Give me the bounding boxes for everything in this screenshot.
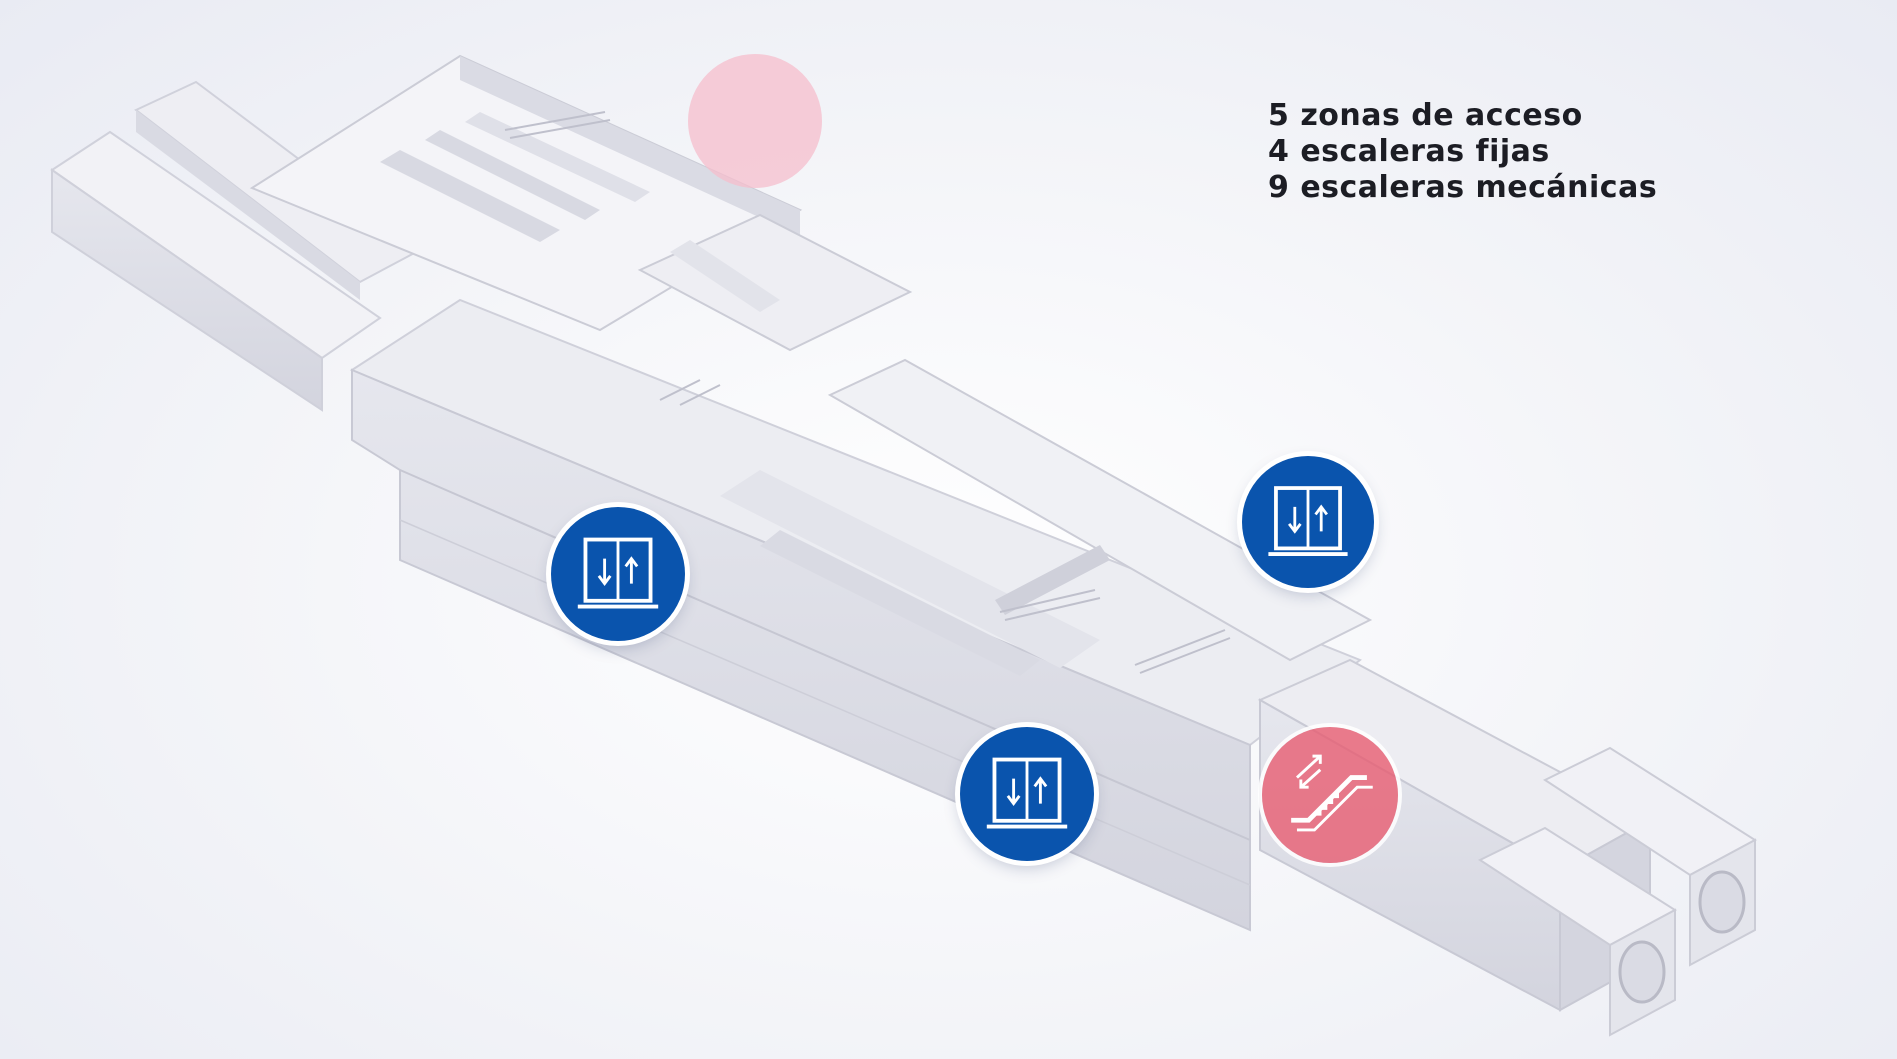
escalator-icon (1291, 754, 1373, 832)
platform-roof (720, 358, 1373, 676)
elevator-marker-right (1242, 456, 1374, 588)
escalator-marker (1262, 727, 1398, 863)
elevator-icon (1268, 486, 1348, 556)
escalator-details (504, 111, 1231, 674)
elevator-marker-left (551, 507, 685, 641)
stat-escalators: 9 escaleras mecánicas (1268, 170, 1658, 205)
stats-list: 5 zonas de acceso 4 escaleras fijas 9 es… (1268, 98, 1657, 206)
elevator-icon (577, 537, 659, 609)
tunnel-exit-upper (1542, 746, 1757, 967)
faded-marker (688, 54, 822, 188)
stat-access-zones: 5 zonas de acceso (1268, 98, 1583, 133)
upper-concourse (249, 54, 913, 352)
elevator-icon (986, 757, 1068, 829)
tunnel-exit-lower (1477, 826, 1677, 1037)
stat-fixed-stairs: 4 escaleras fijas (1268, 134, 1550, 169)
elevator-marker-bottom (960, 727, 1094, 861)
